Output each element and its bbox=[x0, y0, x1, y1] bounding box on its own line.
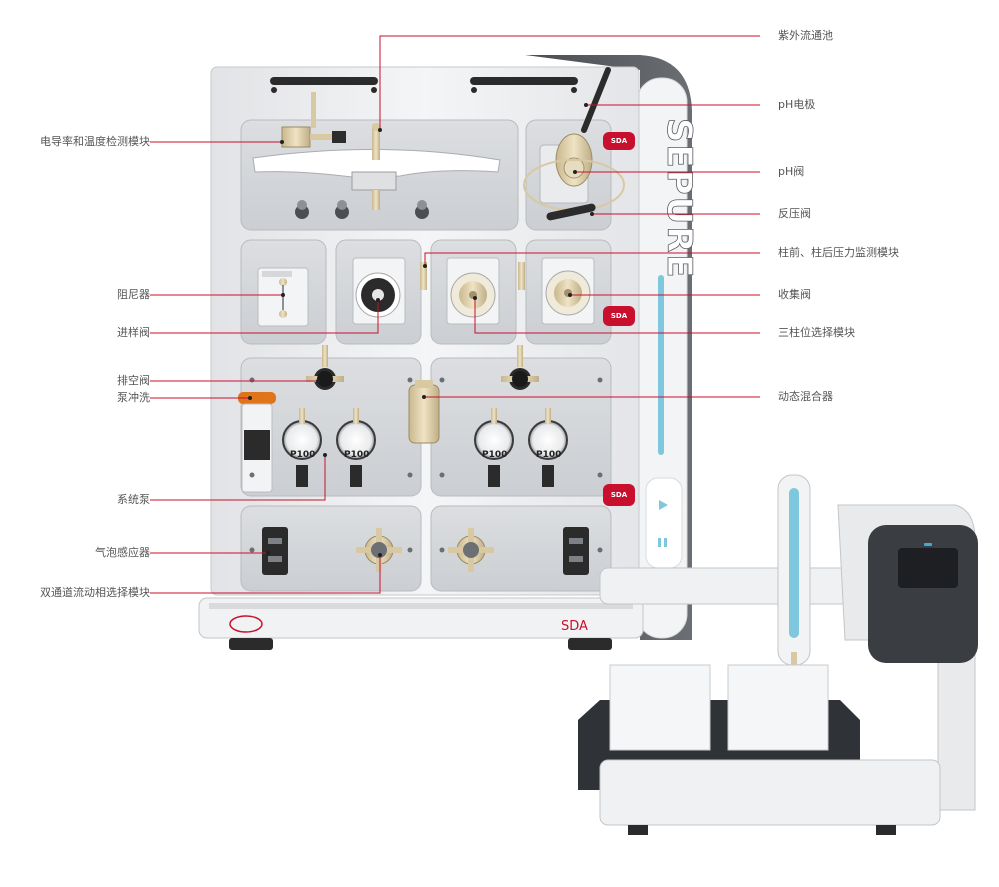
logo-badge bbox=[229, 615, 263, 633]
sda-tag-2: SDA bbox=[610, 312, 628, 320]
status-light-bar bbox=[658, 275, 664, 455]
pressure-sensor bbox=[420, 262, 427, 290]
label-dual-channel: 双通道流动相选择模块 bbox=[40, 586, 150, 599]
pump-labels: P100 P100 P100 P100 bbox=[290, 450, 561, 460]
sda-tags bbox=[603, 132, 635, 506]
label-column-select: 三柱位选择模块 bbox=[778, 326, 855, 339]
ph-electrode bbox=[581, 67, 611, 133]
label-purge-valve: 排空阀 bbox=[117, 374, 150, 387]
label-backpressure: 反压阀 bbox=[778, 207, 811, 220]
system-pumps bbox=[282, 408, 568, 487]
label-ph-electrode: pH电极 bbox=[778, 98, 816, 111]
conductivity-module bbox=[281, 92, 346, 148]
svg-text:P100: P100 bbox=[482, 450, 507, 460]
label-conductivity: 电导率和温度检测模块 bbox=[40, 135, 150, 148]
label-ph-valve: pH阀 bbox=[778, 165, 805, 178]
bubble-sensors bbox=[262, 527, 589, 575]
label-damper: 阻尼器 bbox=[117, 288, 150, 301]
svg-text:P100: P100 bbox=[536, 450, 561, 460]
svg-text:P100: P100 bbox=[290, 450, 315, 460]
screws bbox=[249, 377, 603, 553]
label-collection-valve: 收集阀 bbox=[778, 288, 811, 301]
backpressure-valve bbox=[546, 203, 596, 221]
column-select-module bbox=[420, 257, 525, 325]
label-pump-wash: 泵冲洗 bbox=[117, 391, 150, 404]
injection-valve bbox=[352, 257, 406, 325]
label-bubble-sensor: 气泡感应器 bbox=[95, 546, 150, 559]
bottom-fittings bbox=[295, 200, 429, 219]
dynamic-mixer bbox=[408, 380, 440, 444]
dual-channel-module bbox=[356, 528, 494, 572]
fraction-collector bbox=[578, 474, 978, 835]
uv-flow-cell bbox=[252, 123, 501, 210]
model-label: SDA bbox=[561, 619, 588, 634]
sda-tag-1: SDA bbox=[610, 137, 628, 145]
pause-icon bbox=[658, 538, 661, 547]
label-uv-cell: 紫外流通池 bbox=[778, 29, 833, 42]
svg-text:P100: P100 bbox=[344, 450, 369, 460]
purge-valves bbox=[306, 345, 539, 390]
label-pressure-module: 柱前、柱后压力监测模块 bbox=[778, 246, 899, 259]
pump-wash bbox=[238, 392, 276, 493]
label-system-pump: 系统泵 bbox=[117, 493, 150, 506]
ph-module bbox=[523, 67, 625, 221]
base-tray: SDA bbox=[198, 597, 644, 650]
label-injection-valve: 进样阀 bbox=[117, 326, 150, 339]
play-icon bbox=[659, 500, 668, 510]
collection-valve bbox=[541, 257, 595, 325]
sda-tag-3: SDA bbox=[610, 491, 628, 499]
label-dynamic-mixer: 动态混合器 bbox=[778, 390, 833, 403]
